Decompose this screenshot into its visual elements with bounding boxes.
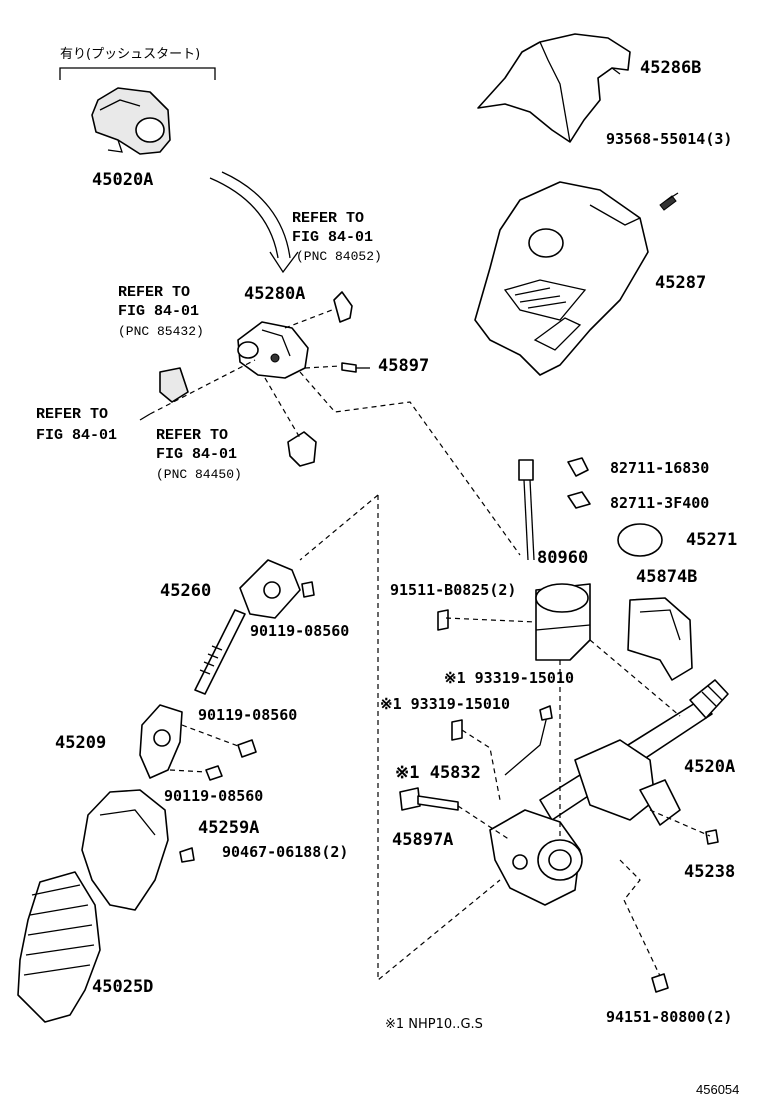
sensor-84450 bbox=[287, 431, 317, 467]
universal-joint-45209 bbox=[139, 704, 183, 779]
bracket-84052 bbox=[333, 291, 353, 323]
label-45897[interactable]: 45897 bbox=[378, 356, 430, 376]
figure-number: 456054 bbox=[696, 1082, 740, 1097]
ref-fig-line1: REFER TO bbox=[36, 406, 109, 423]
label-45025D[interactable]: 45025D bbox=[92, 977, 154, 997]
label-93319-15010-b[interactable]: ※1 93319-15010 bbox=[380, 695, 510, 713]
model-note: ※1 NHP10..G.S bbox=[385, 1017, 483, 1032]
screw-93568 bbox=[659, 192, 679, 211]
steering-column-4520A bbox=[489, 679, 729, 906]
label-90119-08560-a[interactable]: 90119-08560 bbox=[250, 622, 350, 640]
label-45271[interactable]: 45271 bbox=[686, 530, 738, 550]
bolt-93319-b bbox=[451, 719, 463, 741]
nut-90467 bbox=[179, 847, 195, 863]
label-82711-3F400[interactable]: 82711-3F400 bbox=[610, 494, 710, 512]
wire-harness bbox=[518, 459, 535, 561]
ref-top-line2[interactable]: FIG 84-01 bbox=[292, 229, 374, 246]
bolt-91511 bbox=[437, 609, 449, 631]
part-45238 bbox=[705, 829, 719, 845]
label-45020A[interactable]: 45020A bbox=[92, 170, 154, 190]
nut-94151 bbox=[651, 973, 669, 993]
switch-housing-45280A bbox=[237, 321, 309, 379]
screw-left bbox=[139, 413, 151, 421]
label-45287[interactable]: 45287 bbox=[655, 273, 707, 293]
bolt-45897A bbox=[399, 787, 459, 811]
bolt-93319-a bbox=[539, 705, 553, 721]
label-45238[interactable]: 45238 bbox=[684, 862, 736, 882]
column-hole-cover-45259A bbox=[81, 789, 169, 911]
option-bracket bbox=[59, 67, 216, 80]
bolt-90119-c bbox=[205, 765, 223, 781]
wire-45832 bbox=[504, 711, 549, 776]
push-start-note: 有り(プッシュスタート) bbox=[60, 47, 201, 62]
label-93568-55014[interactable]: 93568-55014(3) bbox=[606, 130, 733, 148]
label-45832[interactable]: ※1 45832 bbox=[395, 763, 481, 783]
ref-fig-line2[interactable]: FIG 84-01 bbox=[36, 427, 118, 444]
label-93319-15010-a[interactable]: ※1 93319-15010 bbox=[444, 669, 574, 687]
label-94151-80800[interactable]: 94151-80800(2) bbox=[606, 1008, 733, 1026]
ref-left-line2[interactable]: FIG 84-01 bbox=[118, 303, 200, 320]
ref-mid-line2[interactable]: FIG 84-01 bbox=[156, 446, 238, 463]
label-45286B[interactable]: 45286B bbox=[640, 58, 702, 78]
ring-45271 bbox=[617, 523, 663, 557]
label-90467-06188[interactable]: 90467-06188(2) bbox=[222, 843, 349, 861]
bracket-45874B bbox=[627, 597, 693, 681]
ref-mid-line1: REFER TO bbox=[156, 427, 229, 444]
label-82711-16830[interactable]: 82711-16830 bbox=[610, 459, 710, 477]
label-80960[interactable]: 80960 bbox=[537, 548, 589, 568]
intermediate-shaft-45260 bbox=[194, 559, 301, 695]
clip-82711-3F400 bbox=[567, 491, 591, 509]
label-90119-08560-c[interactable]: 90119-08560 bbox=[164, 787, 264, 805]
ref-mid-line3: (PNC 84450) bbox=[156, 467, 242, 482]
label-45260[interactable]: 45260 bbox=[160, 581, 212, 601]
bolt-90119-a bbox=[301, 581, 315, 598]
ref-left-line1: REFER TO bbox=[118, 284, 191, 301]
bracket-85432 bbox=[159, 367, 189, 403]
lower-column-cover-45287 bbox=[474, 181, 649, 376]
bolt-90119-b bbox=[237, 739, 257, 758]
label-90119-08560-b[interactable]: 90119-08560 bbox=[198, 706, 298, 724]
dust-boot-45025D bbox=[17, 871, 101, 1023]
bolt-45897 bbox=[341, 362, 370, 373]
curved-arrow bbox=[209, 171, 299, 274]
ref-top-line1: REFER TO bbox=[292, 210, 365, 227]
label-45280A[interactable]: 45280A bbox=[244, 284, 306, 304]
label-45259A[interactable]: 45259A bbox=[198, 818, 260, 838]
label-91511-B0825[interactable]: 91511-B0825(2) bbox=[390, 581, 517, 599]
upper-column-cover-45286B bbox=[477, 33, 631, 143]
ref-left-line3: (PNC 85432) bbox=[118, 324, 204, 339]
ref-top-line3: (PNC 84052) bbox=[296, 249, 382, 264]
label-45897A[interactable]: 45897A bbox=[392, 830, 454, 850]
label-45874B[interactable]: 45874B bbox=[636, 567, 698, 587]
push-start-unit-45020A bbox=[91, 87, 171, 155]
label-45209[interactable]: 45209 bbox=[55, 733, 107, 753]
clip-82711-16830 bbox=[567, 457, 589, 477]
label-4520A[interactable]: 4520A bbox=[684, 757, 736, 777]
motor-80960 bbox=[535, 583, 591, 661]
